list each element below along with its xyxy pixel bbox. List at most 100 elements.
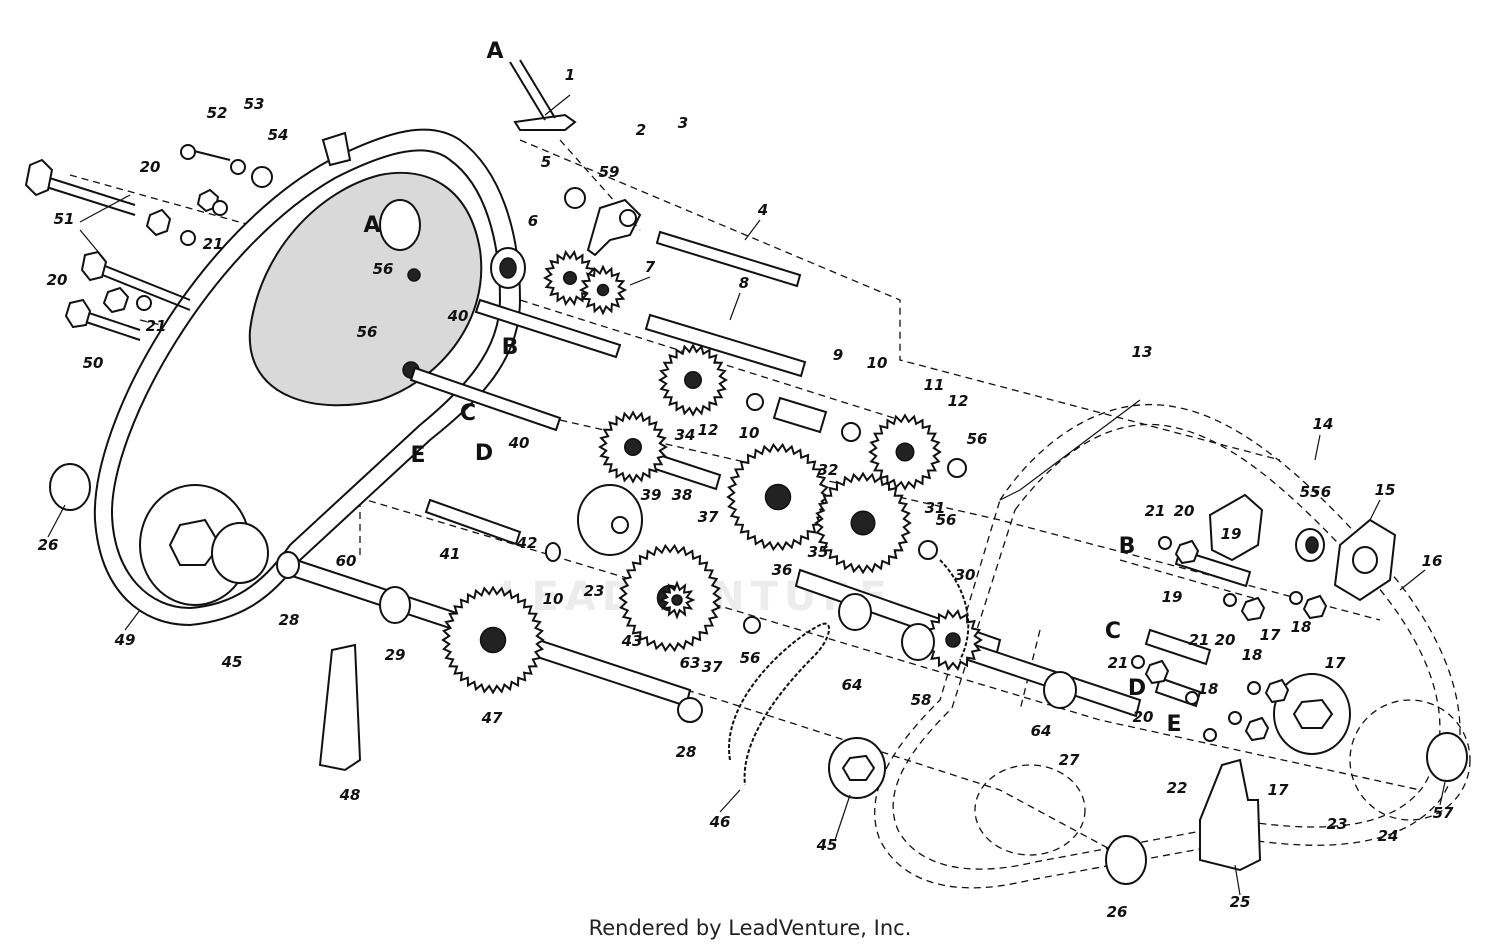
callout-46: 46 <box>709 813 731 831</box>
callout-26: 26 <box>1107 903 1128 921</box>
callout-41: 41 <box>439 545 461 563</box>
gear-7-left-hub <box>563 271 577 285</box>
callout-10: 10 <box>543 590 564 608</box>
callout-12: 12 <box>948 392 969 410</box>
callout-28: 28 <box>676 743 697 761</box>
callout-42: 42 <box>516 534 538 552</box>
reference-letter-c: C <box>1105 619 1121 644</box>
callout-8: 8 <box>739 274 749 292</box>
callout-52: 52 <box>207 104 228 122</box>
callout-7: 7 <box>645 258 656 276</box>
callout-26: 26 <box>38 536 59 554</box>
callout-60: 60 <box>336 552 357 570</box>
callout-57: 57 <box>1433 804 1454 822</box>
callout-10: 10 <box>739 424 760 442</box>
callout-24: 24 <box>1378 827 1399 845</box>
callout-35: 35 <box>808 543 829 561</box>
reference-letter-a: A <box>486 39 503 64</box>
gear-11-hub <box>895 442 915 462</box>
reference-letter-e: E <box>410 443 425 468</box>
callout-36: 36 <box>772 561 793 579</box>
callout-6: 6 <box>528 212 538 230</box>
callout-30: 30 <box>955 566 976 584</box>
callout-1: 1 <box>565 66 575 84</box>
drive-chain <box>728 559 970 786</box>
callout-28: 28 <box>279 611 300 629</box>
callout-18: 18 <box>1291 618 1312 636</box>
callout-23: 23 <box>1327 815 1348 833</box>
callout-64: 64 <box>842 676 863 694</box>
callout-56: 56 <box>357 323 378 341</box>
callout-58: 58 <box>911 691 932 709</box>
callout-15: 15 <box>1375 481 1396 499</box>
callout-21: 21 <box>1108 654 1129 672</box>
reference-letter-a: A <box>363 213 380 238</box>
reference-letter-e: E <box>1166 712 1181 737</box>
callout-56: 56 <box>967 430 988 448</box>
callout-48: 48 <box>339 786 361 804</box>
reference-letter-d: D <box>1128 676 1146 701</box>
gear-32-large-hub <box>764 483 792 511</box>
gear-39-hub <box>624 438 642 456</box>
callout-17: 17 <box>1268 781 1289 799</box>
callout-4: 4 <box>757 201 768 219</box>
callout-51: 51 <box>54 210 75 228</box>
callout-47: 47 <box>481 709 503 727</box>
callout-45: 45 <box>816 836 838 854</box>
gears <box>441 249 983 695</box>
reference-letter-b: B <box>502 335 519 360</box>
callout-20: 20 <box>1215 631 1236 649</box>
callout-6: 6 <box>1321 483 1331 501</box>
callout-50: 50 <box>83 354 104 372</box>
callout-40: 40 <box>508 434 530 452</box>
callout-11: 11 <box>924 376 945 394</box>
callout-55: 55 <box>1300 483 1321 501</box>
callout-5: 5 <box>541 153 551 171</box>
gear-7-right-hub <box>596 283 610 297</box>
callout-19: 19 <box>1162 588 1183 606</box>
callout-20: 20 <box>47 271 68 289</box>
callout-56: 56 <box>740 649 761 667</box>
reference-letter-b: B <box>1119 534 1136 559</box>
callout-54: 54 <box>268 126 289 144</box>
callout-56: 56 <box>936 511 957 529</box>
callout-12: 12 <box>698 421 719 439</box>
callout-40: 40 <box>447 307 469 325</box>
callout-38: 38 <box>672 486 693 504</box>
callout-20: 20 <box>140 158 161 176</box>
callout-10: 10 <box>867 354 888 372</box>
callout-20: 20 <box>1133 708 1154 726</box>
callout-18: 18 <box>1242 646 1263 664</box>
callout-37: 37 <box>698 508 719 526</box>
callout-56: 56 <box>373 260 394 278</box>
callout-17: 17 <box>1260 626 1281 644</box>
callout-25: 25 <box>1230 893 1251 911</box>
leader-lines <box>47 94 1446 896</box>
callout-37: 37 <box>702 658 723 676</box>
callout-43: 43 <box>621 632 643 650</box>
callout-18: 18 <box>1198 680 1219 698</box>
callout-21: 21 <box>1145 502 1166 520</box>
callout-19: 19 <box>1221 525 1242 543</box>
sprocket-30-hub <box>945 632 961 648</box>
callout-27: 27 <box>1059 751 1080 769</box>
callout-3: 3 <box>678 114 688 132</box>
callout-14: 14 <box>1313 415 1334 433</box>
callout-64: 64 <box>1031 722 1052 740</box>
reference-letter-d: D <box>475 441 493 466</box>
small-parts <box>49 59 1468 885</box>
callout-63: 63 <box>680 654 701 672</box>
gear-34-hub <box>684 371 702 389</box>
callout-45: 45 <box>221 653 243 671</box>
callout-21: 21 <box>146 317 167 335</box>
footer-credit: Rendered by LeadVenture, Inc. <box>589 916 912 940</box>
gear-47-hub <box>479 626 507 654</box>
callout-21: 21 <box>203 235 224 253</box>
callout-20: 20 <box>1174 502 1195 520</box>
reference-letter-c: C <box>460 401 476 426</box>
callout-29: 29 <box>385 646 406 664</box>
callout-23: 23 <box>584 582 605 600</box>
callout-31: 31 <box>925 499 946 517</box>
